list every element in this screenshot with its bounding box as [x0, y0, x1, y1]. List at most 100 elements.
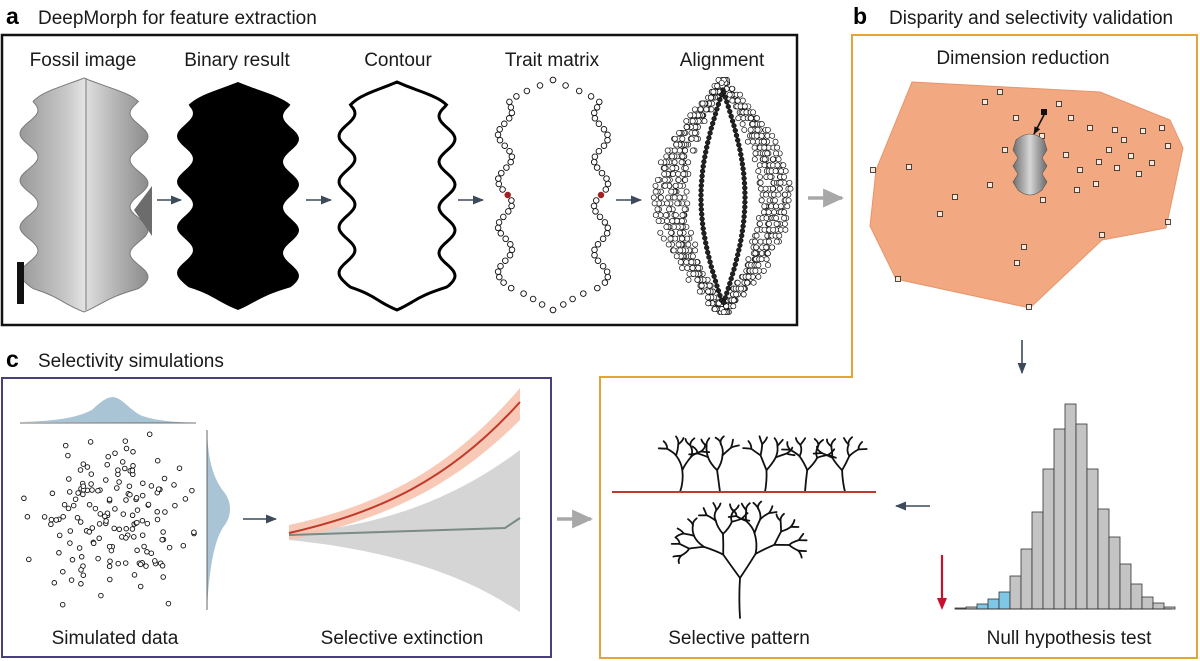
alignment-mean-point [705, 139, 711, 146]
morphospace-point [1121, 137, 1127, 143]
alignment-point [753, 232, 760, 239]
alignment-point [684, 200, 691, 207]
scatter-point [137, 583, 144, 590]
scatter-point [148, 550, 155, 556]
alignment-point [745, 256, 752, 263]
morphospace-point [937, 211, 943, 217]
morphospace-hull [869, 81, 1184, 309]
histogram-bar [987, 598, 1000, 610]
alignment-point [760, 267, 767, 274]
alignment-point [687, 112, 694, 119]
trait-landmark [549, 306, 557, 314]
alignment-mean-point [705, 249, 711, 256]
scatter-point [154, 457, 161, 464]
trait-landmark [502, 235, 509, 243]
alignment-mean-point [698, 206, 704, 213]
alignment-point [679, 212, 686, 219]
alignment-point [688, 135, 695, 142]
morphospace-point [1099, 232, 1105, 238]
trait-landmark [500, 279, 507, 286]
alignment-point [679, 153, 686, 160]
alignment-point [763, 191, 770, 198]
specimen-pointer-arrow [1033, 114, 1045, 135]
alignment-point [726, 91, 733, 98]
trait-landmark [594, 241, 602, 248]
trait-landmark [594, 284, 601, 292]
alignment-point [694, 276, 701, 283]
tree-branch [705, 437, 711, 447]
alignment-point [679, 218, 685, 224]
histogram-bar [1020, 548, 1033, 610]
tree-branch [789, 448, 801, 458]
tree-branch [703, 546, 725, 556]
tree-branch [676, 527, 685, 535]
trait-landmark [506, 147, 513, 155]
scatter-point [159, 536, 165, 543]
selective-pattern-tree [657, 435, 868, 619]
tree-branch [797, 532, 805, 541]
alignment-point [781, 173, 788, 180]
tree-branch [813, 438, 820, 448]
alignment-mean-point [732, 127, 738, 134]
alignment-point [758, 256, 765, 263]
morphospace-point [1106, 147, 1112, 153]
alignment-point [654, 206, 661, 213]
panel-c-letter: c [6, 346, 19, 372]
scatter-point [146, 431, 153, 437]
scatter-point [80, 491, 86, 498]
alignment-point [765, 238, 772, 245]
alignment-mean-point [739, 161, 746, 167]
trait-landmark [494, 268, 502, 275]
alignment-point [749, 121, 756, 128]
alignment-point [677, 259, 684, 266]
alignment-point [661, 176, 668, 183]
alignment-point [708, 94, 714, 101]
scatter-point [96, 521, 103, 527]
scatter-point [103, 518, 109, 524]
trait-landmark [604, 224, 612, 232]
scatter-point [107, 558, 113, 564]
alignment-point [739, 121, 746, 128]
scatter-point [88, 481, 94, 487]
alignment-point [777, 179, 784, 186]
scatter-point [89, 487, 95, 493]
alignment-mean-point [742, 199, 748, 205]
scatter-point [144, 549, 150, 555]
tree-branch [846, 443, 851, 457]
alignment-point [773, 150, 779, 157]
tree-branch [759, 512, 770, 521]
scatter-point [131, 534, 137, 540]
tree-branch [812, 452, 823, 455]
alignment-point [651, 200, 658, 207]
alignment-point [678, 159, 685, 166]
morphospace-point [1074, 187, 1080, 193]
null-hypothesis-label: Null hypothesis test [987, 628, 1152, 649]
alignment-point [670, 171, 676, 177]
alignment-point [703, 106, 710, 113]
morphospace-point [1165, 219, 1171, 225]
trait-landmark [504, 191, 511, 199]
alignment-mean-point [740, 166, 746, 172]
alignment-mean-point [741, 209, 748, 215]
histogram-bar [1042, 468, 1055, 610]
alignment-point [705, 300, 712, 307]
alignment-point [751, 144, 758, 151]
alignment-point [755, 168, 762, 175]
panel-b-letter: b [853, 3, 867, 29]
selective-pattern-label: Selective pattern [668, 628, 810, 649]
alignment-point [652, 212, 659, 219]
alignment-point [689, 253, 696, 260]
morphospace-point [997, 89, 1003, 95]
trait-landmark [507, 158, 514, 166]
alignment-point [755, 273, 762, 280]
scatter-point [141, 543, 147, 550]
tree-branch [753, 532, 758, 555]
tree-branch [730, 517, 743, 523]
alignment-point [681, 206, 688, 213]
trait-landmark [600, 142, 608, 149]
trait-landmark [505, 208, 512, 215]
stage-label-alignment: Alignment [680, 50, 765, 71]
alignment-point [668, 229, 675, 236]
selective-band [289, 388, 520, 540]
